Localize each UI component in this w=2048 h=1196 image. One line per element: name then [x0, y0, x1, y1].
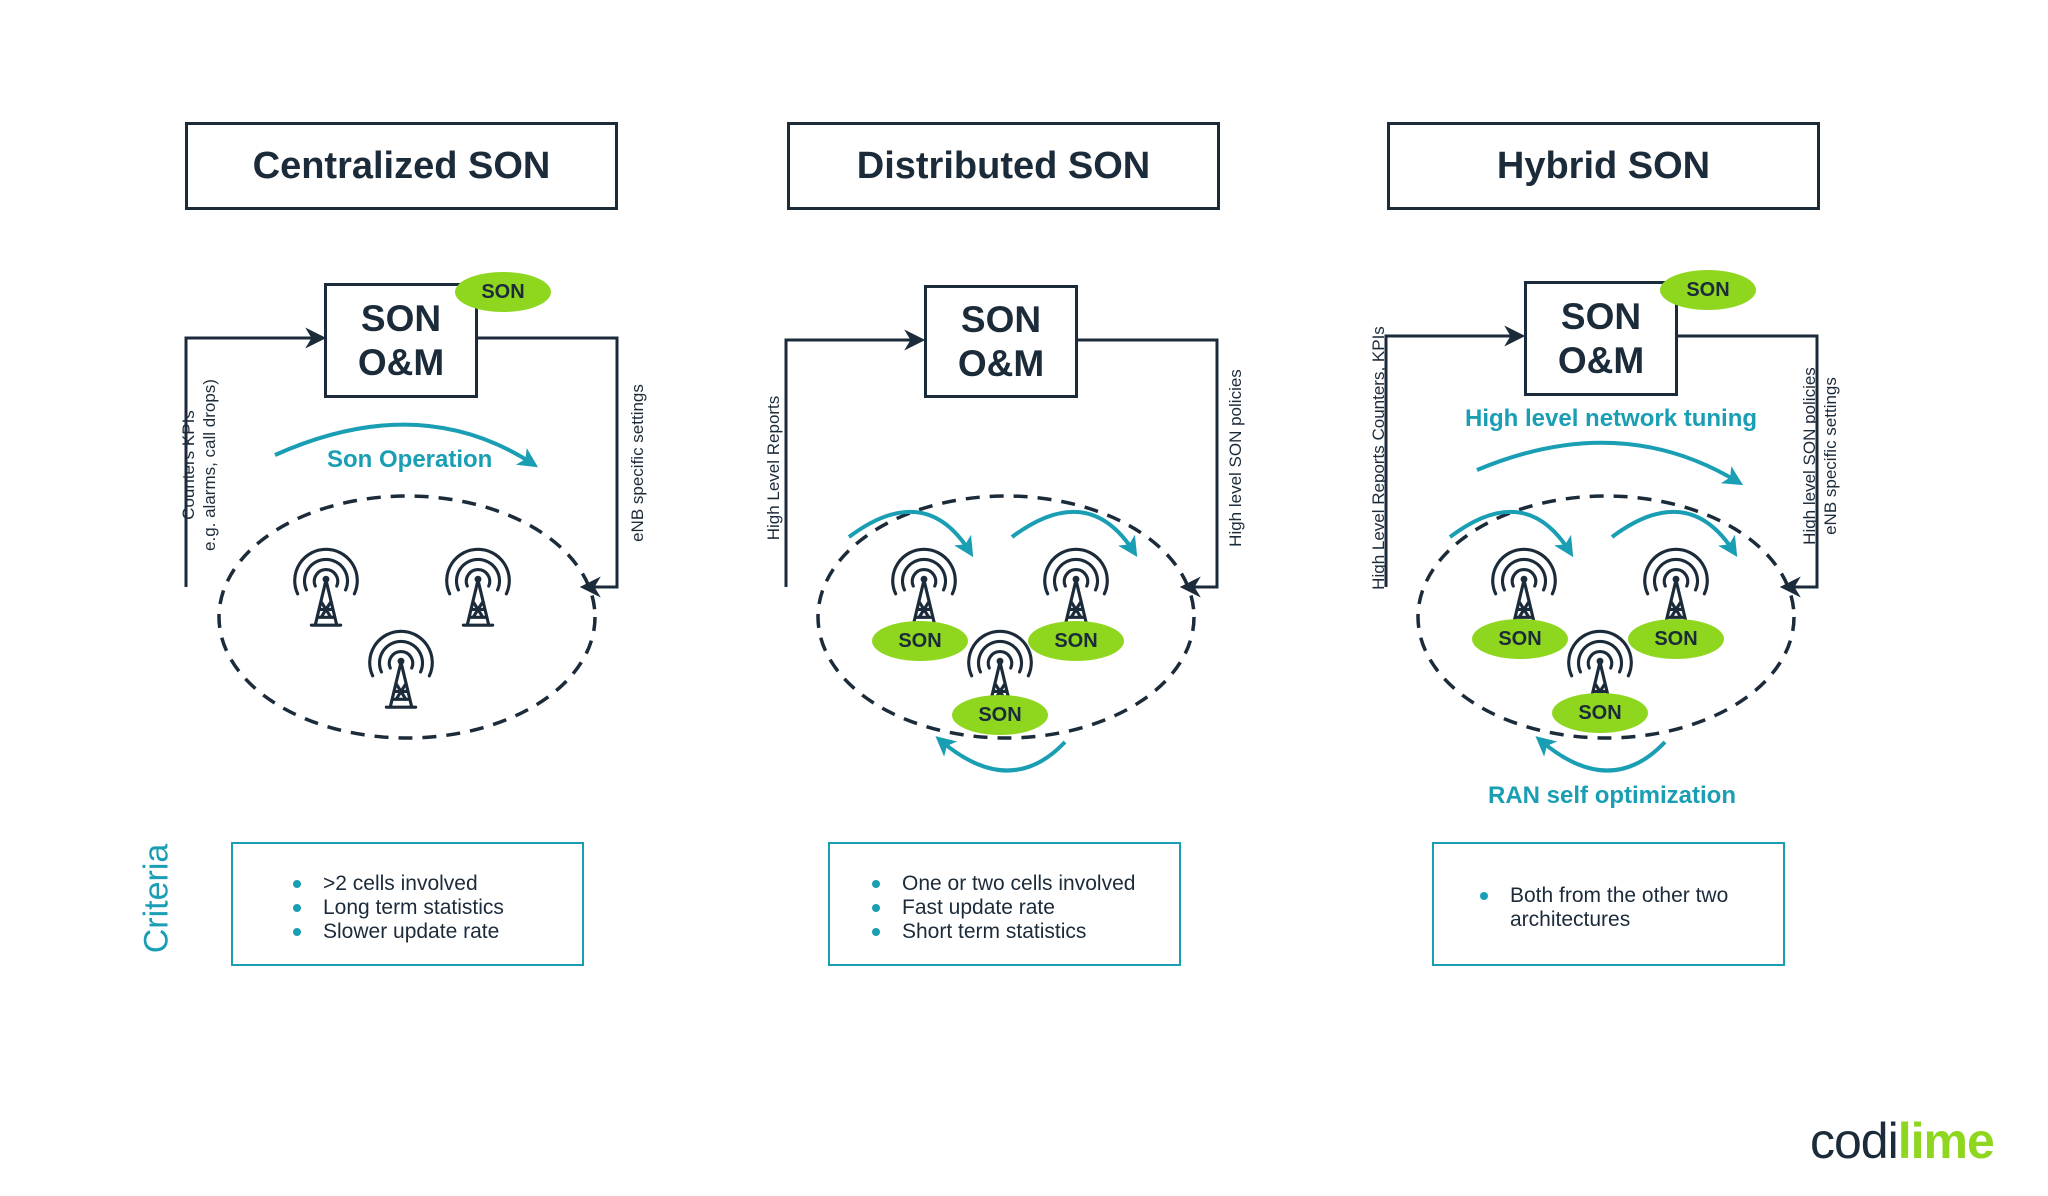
centralized-om-son-badge: SON	[455, 272, 551, 312]
distributed-cell-son-badge-2: SON	[1028, 621, 1124, 661]
son-badge-text: SON	[1578, 701, 1622, 724]
hybrid-local-arrow-3	[1535, 736, 1667, 773]
om-line-1: SON	[1560, 295, 1642, 337]
om-line-1: SON	[360, 297, 442, 339]
distributed-cell-son-badge-3: SON	[952, 695, 1048, 735]
centralized-control-arrow	[476, 336, 619, 598]
hybrid-diagram	[1384, 325, 1819, 773]
centralized-feedback-arrow	[184, 327, 327, 587]
hybrid-policy-arrow	[1676, 334, 1819, 598]
criteria-item: >2 cells involved	[285, 872, 582, 896]
distributed-criteria-box: One or two cells involved Fast update ra…	[828, 842, 1181, 966]
centralized-title: Centralized SON	[185, 122, 618, 210]
distributed-cluster-ellipse	[816, 494, 1196, 740]
logo-part-2: lime	[1897, 1113, 1995, 1169]
son-operation-label: Son Operation	[327, 446, 493, 473]
hybrid-local-arrow-2	[1610, 509, 1738, 558]
hybrid-cell-son-badge-2: SON	[1628, 619, 1724, 659]
left-label-line-1: Counters KPIs	[179, 410, 198, 520]
centralized-om-box: SON O&M	[324, 283, 478, 398]
distributed-title-text: Distributed SON	[856, 144, 1151, 187]
criteria-heading: Criteria	[137, 843, 176, 954]
son-badge-text: SON	[978, 703, 1022, 726]
hybrid-cluster-ellipse	[1416, 494, 1796, 740]
right-label-line-1: High level SON policies	[1800, 367, 1819, 545]
left-label-line-1: High Level Reports	[764, 395, 783, 541]
om-line-2: O&M	[1557, 339, 1645, 381]
hybrid-om-box: SON O&M	[1524, 281, 1678, 396]
hybrid-criteria-box: Both from the other two architectures	[1432, 842, 1785, 966]
son-badge-text: SON	[1498, 627, 1542, 650]
distributed-local-arrow-2	[1010, 509, 1138, 558]
criteria-item: Both from the other two architectures	[1472, 884, 1783, 932]
criteria-list: One or two cells involved Fast update ra…	[830, 844, 1179, 944]
left-label-line-2: e.g. alarms, call drops)	[200, 379, 219, 551]
om-line-2: O&M	[357, 341, 445, 383]
hybrid-local-arrow-1	[1448, 509, 1574, 558]
hybrid-right-label: High level SON policies eNB specific set…	[1799, 361, 1843, 551]
hybrid-report-arrow	[1384, 325, 1526, 587]
cell-tower-icon	[1491, 547, 1557, 627]
ran-optimization-label: RAN self optimization	[1488, 782, 1737, 809]
distributed-title: Distributed SON	[787, 122, 1220, 210]
distributed-local-arrow-1	[847, 509, 974, 558]
criteria-item: One or two cells involved	[864, 872, 1179, 896]
hybrid-tuning-arrow	[1476, 440, 1744, 486]
network-tuning-label: High level network tuning	[1465, 405, 1758, 432]
distributed-left-label: High Level Reports	[763, 388, 785, 548]
criteria-item: Fast update rate	[864, 896, 1179, 920]
criteria-list: >2 cells involved Long term statistics S…	[233, 844, 582, 944]
criteria-item: Short term statistics	[864, 920, 1179, 944]
cell-tower-icon	[293, 547, 359, 627]
centralized-criteria-box: >2 cells involved Long term statistics S…	[231, 842, 584, 966]
distributed-right-label: High level SON policies	[1225, 358, 1247, 558]
son-badge-text: SON	[1054, 629, 1098, 652]
logo-part-1: codi	[1810, 1113, 1899, 1169]
distributed-cell-son-badge-1: SON	[872, 621, 968, 661]
cell-tower-icon	[1643, 547, 1709, 627]
cell-tower-icon	[1043, 547, 1109, 627]
centralized-diagram	[184, 327, 619, 740]
criteria-line-1: Both from the other two	[1510, 884, 1729, 907]
criteria-item: Slower update rate	[285, 920, 582, 944]
distributed-report-arrow	[784, 329, 926, 587]
son-badge-text: SON	[481, 280, 525, 303]
distributed-om-box: SON O&M	[924, 285, 1078, 398]
distributed-policy-arrow	[1076, 338, 1219, 598]
centralized-cluster-ellipse	[217, 494, 597, 740]
hybrid-title-text: Hybrid SON	[1496, 144, 1711, 187]
son-badge-text: SON	[1654, 627, 1698, 650]
centralized-left-label: Counters KPIs e.g. alarms, call drops)	[178, 345, 222, 585]
criteria-line-2: architectures	[1510, 908, 1631, 931]
hybrid-cell-son-badge-3: SON	[1552, 693, 1648, 733]
cell-tower-icon	[891, 547, 957, 627]
centralized-right-label: eNB specific settings	[627, 363, 649, 563]
criteria-item: Long term statistics	[285, 896, 582, 920]
left-label-line-1: High Level Reports Counters, KPIs	[1369, 326, 1388, 590]
son-badge-text: SON	[1686, 278, 1730, 301]
centralized-title-text: Centralized SON	[252, 144, 551, 187]
distributed-local-arrow-3	[935, 736, 1067, 773]
right-label-line-2: eNB specific settings	[1821, 377, 1840, 535]
criteria-list: Both from the other two architectures	[1434, 844, 1783, 932]
right-label-line-1: eNB specific settings	[628, 384, 647, 542]
hybrid-cell-son-badge-1: SON	[1472, 619, 1568, 659]
cell-tower-icon	[445, 547, 511, 627]
codilime-logo: codilime	[1810, 1112, 1995, 1170]
right-label-line-1: High level SON policies	[1226, 369, 1245, 547]
om-line-2: O&M	[957, 342, 1045, 384]
hybrid-title: Hybrid SON	[1387, 122, 1820, 210]
son-badge-text: SON	[898, 629, 942, 652]
om-line-1: SON	[960, 298, 1042, 340]
hybrid-om-son-badge: SON	[1660, 270, 1756, 310]
cell-tower-icon	[368, 629, 434, 709]
hybrid-left-label: High Level Reports Counters, KPIs	[1368, 313, 1390, 603]
distributed-diagram	[784, 329, 1219, 773]
centralized-operation-arrow	[274, 422, 539, 468]
